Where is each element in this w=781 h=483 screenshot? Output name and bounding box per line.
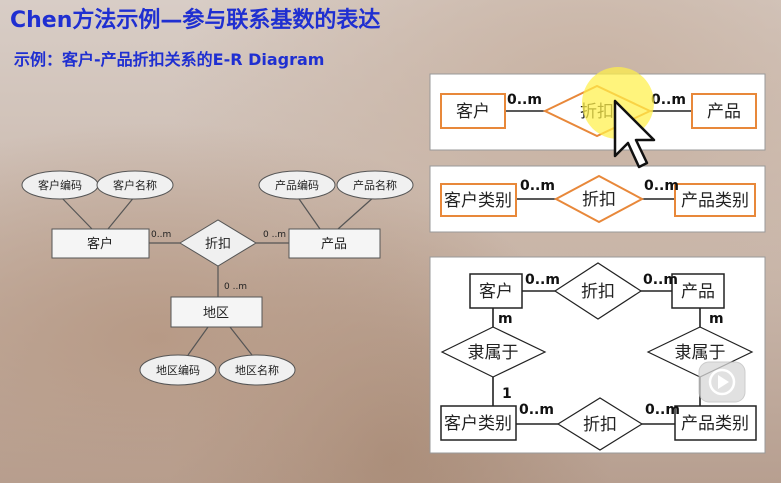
panel-3-card-bottom-right: 0..m — [645, 402, 680, 418]
panel-3-card-top-right: 0..m — [643, 272, 678, 288]
play-overlay-icon[interactable] — [698, 361, 746, 403]
panel-3-entity-bottom-left — [440, 405, 517, 441]
card-region: 0 ..m — [224, 282, 247, 292]
panel-3-card-left-m: m — [498, 311, 513, 327]
panel-1-entity-right-label: 产品 — [707, 102, 741, 122]
panel-3-card-top-left: 0..m — [525, 272, 560, 288]
entity-customer — [51, 228, 150, 259]
panel-3-relation-left — [440, 326, 547, 378]
page-subtitle: 示例：客户-产品折扣关系的E-R Diagram — [14, 50, 325, 69]
panel-3-relation-top — [553, 262, 643, 320]
entity-customer-label: 客户 — [87, 236, 113, 252]
panel-3-relation-top-label: 折扣 — [581, 282, 615, 302]
panel-3-entity-top-right — [671, 273, 725, 309]
panel-3-card-bottom-left: 0..m — [519, 402, 554, 418]
left-er-diagram: 客户编码 客户名称 产品编码 产品名称 客户 产品 折扣 0..m 0 ..m … — [21, 170, 414, 386]
panel-2-relation — [553, 174, 645, 224]
attr-region-name — [218, 354, 296, 386]
panel-3-entity-top-right-label: 产品 — [681, 282, 715, 302]
panel-1-card-left: 0..m — [507, 92, 542, 108]
edge-product-code — [296, 195, 321, 230]
panel-3-entity-bottom-right-label: 产品类别 — [681, 414, 749, 434]
attr-product-code-label: 产品编码 — [275, 178, 319, 192]
panel-2-card-right: 0..m — [644, 178, 679, 194]
entity-product — [288, 228, 381, 259]
panel-3: 客户 折扣 产品 0..m 0..m 隶属于 m 1 隶属于 m 客户类别 折扣… — [429, 256, 766, 454]
attr-region-name-label: 地区名称 — [235, 363, 279, 377]
panel-3-card-right-m: m — [709, 311, 724, 327]
panel-3-relation-left-label: 隶属于 — [468, 343, 519, 363]
panel-2-entity-right — [674, 183, 756, 217]
edge-region-name — [229, 326, 253, 356]
panel-1-entity-right — [691, 93, 757, 129]
panel-3-entity-top-left-label: 客户 — [479, 282, 513, 302]
edge-product-name — [337, 195, 376, 230]
panel-1-card-right: 0..m — [651, 92, 686, 108]
panel-2-relation-label: 折扣 — [582, 190, 616, 210]
attr-customer-name — [96, 170, 174, 200]
panel-2-entity-right-label: 产品类别 — [681, 191, 749, 211]
panel-3-entity-top-left — [469, 273, 523, 309]
entity-product-label: 产品 — [321, 237, 347, 252]
panel-3-relation-bottom — [556, 397, 644, 451]
panel-2-entity-left — [440, 183, 517, 217]
panel-1-entity-left-label: 客户 — [456, 102, 490, 122]
attr-product-code — [258, 170, 336, 200]
panel-2: 客户类别 折扣 产品类别 0..m 0..m — [429, 165, 766, 233]
attr-region-code-label: 地区编码 — [156, 363, 200, 377]
panel-3-relation-right-label: 隶属于 — [675, 343, 726, 363]
panel-3-entity-bottom-right — [674, 405, 757, 441]
attr-product-name — [336, 170, 414, 200]
relation-discount — [179, 219, 257, 267]
panel-2-card-left: 0..m — [520, 178, 555, 194]
entity-region — [170, 296, 263, 328]
edge-customer-code — [59, 195, 93, 230]
relation-discount-label: 折扣 — [205, 237, 231, 252]
panel-1-entity-left — [440, 93, 506, 129]
attr-region-code — [139, 354, 217, 386]
card-product: 0 ..m — [263, 230, 286, 240]
attr-customer-code-label: 客户编码 — [38, 178, 82, 192]
attr-customer-name-label: 客户名称 — [113, 178, 157, 192]
panel-3-relation-bottom-label: 折扣 — [583, 415, 617, 435]
entity-region-label: 地区 — [203, 306, 229, 321]
panel-2-entity-left-label: 客户类别 — [444, 191, 512, 211]
card-customer: 0..m — [151, 230, 171, 240]
page-title: Chen方法示例—参与联系基数的表达 — [10, 8, 381, 33]
edge-region-code — [187, 326, 209, 356]
panel-3-entity-bottom-left-label: 客户类别 — [444, 414, 512, 434]
attr-product-name-label: 产品名称 — [353, 178, 397, 192]
panel-3-card-left-1: 1 — [502, 386, 512, 402]
mouse-pointer-icon — [613, 99, 656, 169]
edge-customer-name — [107, 195, 136, 230]
